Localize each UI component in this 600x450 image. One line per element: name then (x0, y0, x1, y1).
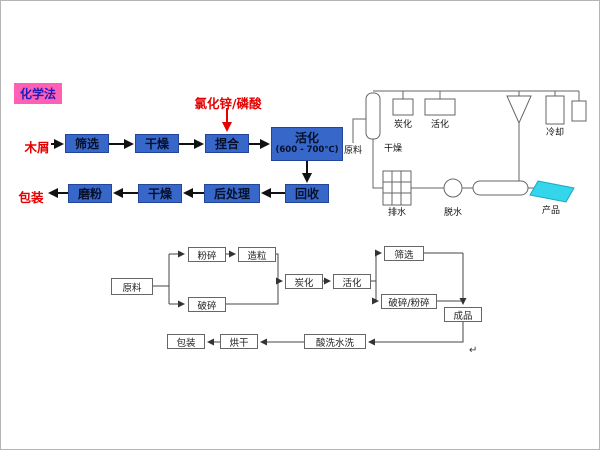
node-crush-grind: 破碎/粉碎 (381, 294, 437, 309)
output-label-packaging: 包装 (18, 190, 44, 205)
node-packaging: 包装 (167, 334, 205, 349)
equipment-label-product: 产品 (542, 204, 560, 216)
product-flag-shape (529, 180, 575, 203)
node-raw-material: 原料 (111, 278, 153, 295)
step-grinding: 磨粉 (68, 184, 112, 203)
step-screening: 筛选 (65, 134, 109, 153)
chem-flow-arrows (48, 139, 312, 198)
equipment-label-raw: 原料 (344, 144, 362, 156)
node-breaking: 破碎 (188, 297, 226, 312)
step-activation-temp: (600 - 700℃) (275, 145, 339, 156)
heat-exchanger-shape (382, 170, 412, 206)
equipment-labels: 原料 炭化 活化 干燥 冷却 排水 脱水 产品 (344, 118, 564, 218)
step-drying-2: 干燥 (138, 184, 182, 203)
return-mark: ↵ (469, 345, 477, 356)
step-post-treatment: 后处理 (204, 184, 260, 203)
equipment-diagram (352, 90, 587, 206)
node-grinding: 粉碎 (188, 247, 226, 262)
node-carbonization: 炭化 (285, 274, 323, 289)
equipment-label-drain: 排水 (388, 206, 406, 218)
cooler-vessel-shape (545, 95, 565, 125)
step-activation: 活化 (600 - 700℃) (271, 127, 343, 161)
node-acid-water-wash: 酸洗水洗 (304, 334, 366, 349)
step-activation-title: 活化 (294, 131, 319, 146)
rotary-drum-shape (472, 180, 529, 196)
step-recovery: 回收 (285, 184, 329, 203)
equipment-label-cool: 冷却 (546, 126, 564, 138)
dewater-vessel-shape (443, 178, 463, 198)
small-vessel-shape (571, 100, 587, 122)
equipment-label-activate: 活化 (431, 118, 449, 130)
node-semi-product: 成品 (444, 307, 482, 322)
node-activation: 活化 (333, 274, 371, 289)
step-kneading: 捏合 (205, 134, 249, 153)
node-sieving: 筛选 (384, 246, 424, 261)
tower-shape (365, 92, 381, 140)
method-badge: 化学法 (14, 83, 63, 104)
bottom-flow-arrows (153, 249, 467, 346)
equipment-label-carbonize: 炭化 (394, 118, 412, 130)
equipment-label-dry: 干燥 (384, 143, 402, 154)
node-drying: 烘干 (220, 334, 258, 349)
node-granulation: 造粒 (238, 247, 276, 262)
carbonize-box-shape (392, 98, 414, 116)
equipment-label-dewater: 脱水 (444, 206, 462, 218)
activate-box-shape (424, 98, 456, 116)
additive-label: 氯化锌/磷酸 (194, 96, 262, 111)
step-drying-1: 干燥 (135, 134, 179, 153)
cyclone-shape (506, 95, 532, 125)
input-label-wood-chips: 木屑 (24, 140, 50, 155)
